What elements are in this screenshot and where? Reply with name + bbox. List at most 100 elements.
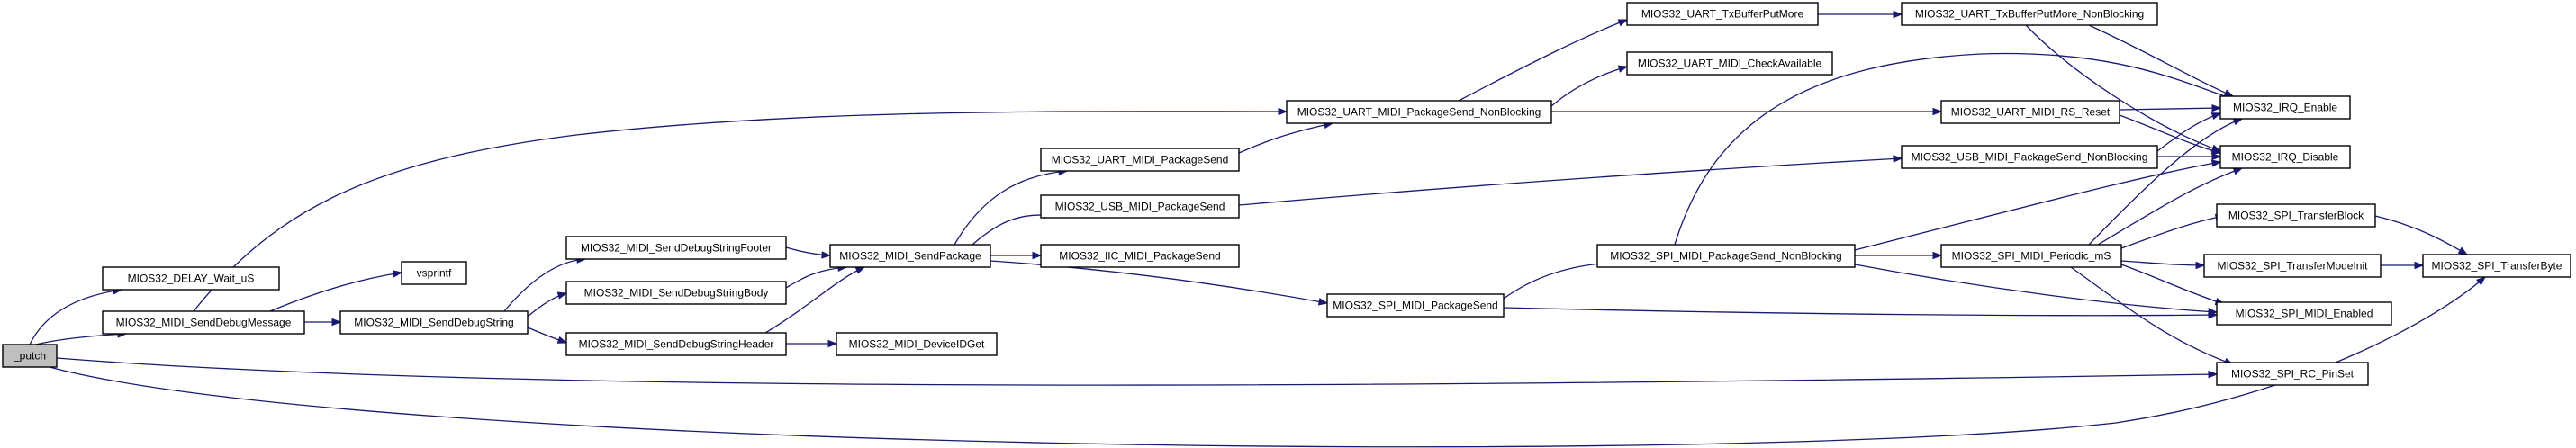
node-box [1040,148,1240,172]
node-senddebugstr[interactable]: MIOS32_MIDI_SendDebugString [339,310,529,335]
node-spipkg[interactable]: MIOS32_SPI_MIDI_PackageSend [1326,293,1505,318]
edge-line [269,272,402,312]
node-rsreset[interactable]: MIOS32_UART_MIDI_RS_Reset [1940,100,2120,124]
node-delay[interactable]: MIOS32_DELAY_Wait_uS [102,266,280,291]
node-label: MIOS32_UART_MIDI_PackageSend [1052,154,1229,166]
node-iicpkg[interactable]: MIOS32_IIC_MIDI_PackageSend [1040,244,1240,268]
node-transfermode[interactable]: MIOS32_SPI_TransferModeInit [2203,254,2382,278]
node-box [565,281,787,305]
node-label: MIOS32_IIC_MIDI_PackageSend [1059,250,1220,263]
node-box [102,310,305,335]
node-box [836,332,998,356]
node-box [2203,254,2382,278]
edge-uartnb-to-txmore [1458,19,1629,102]
node-header[interactable]: MIOS32_MIDI_SendDebugStringHeader [565,332,787,356]
node-txmore[interactable]: MIOS32_UART_TxBufferPutMore [1626,2,1819,26]
arrowhead-icon [2232,118,2244,126]
node-label: MIOS32_SPI_MIDI_PackageSend_NonBlocking [1610,250,1841,263]
node-label: vsprintf [417,267,452,280]
node-label: MIOS32_UART_TxBufferPutMore [1641,8,1804,21]
edge-usbpkg-to-usbnb [1238,155,1903,206]
node-txmorenb[interactable]: MIOS32_UART_TxBufferPutMore_NonBlocking [1901,2,2158,26]
edge-line [785,266,847,289]
node-box [1040,194,1240,219]
edge-line [193,111,1288,312]
node-label: MIOS32_MIDI_SendDebugMessage [116,317,292,329]
edge-putch-to-transferbyte [49,276,2487,448]
node-label: MIOS32_UART_MIDI_RS_Reset [1951,106,2111,119]
edge-spinb-to-periodic [1855,251,1943,260]
edge-putch-to-rcpinset [56,357,2219,386]
node-footer[interactable]: MIOS32_MIDI_SendDebugStringFooter [565,236,787,260]
node-uartnb[interactable]: MIOS32_UART_MIDI_PackageSend_NonBlocking [1286,100,1552,124]
arrowhead-icon [2210,112,2222,121]
edge-txmore-to-txmorenb [1818,10,1903,19]
node-vsprintf[interactable]: vsprintf [401,261,467,285]
edge-line [29,289,122,345]
node-sendpkg[interactable]: MIOS32_MIDI_SendPackage [829,244,991,268]
node-uartpkg[interactable]: MIOS32_UART_MIDI_PackageSend [1040,148,1240,172]
node-box [1940,100,2120,124]
edge-spipkg-to-spienabled [1503,307,2219,319]
node-body[interactable]: MIOS32_MIDI_SendDebugStringBody [565,281,787,305]
edge-spinb-to-irqdis [1854,159,2222,251]
node-transferblock[interactable]: MIOS32_SPI_TransferBlock [2216,203,2376,228]
edge-line [2156,112,2221,152]
node-box [102,266,280,291]
node-label: MIOS32_SPI_MIDI_PackageSend [1333,300,1497,312]
arrowhead-icon [1932,251,1943,260]
edge-sendpkg-to-iicpkg [990,251,1043,260]
arrowhead-icon [2457,246,2469,255]
node-label: MIOS32_USB_MIDI_PackageSend [1055,201,1225,213]
edge-body-to-sendpkg [785,264,848,289]
edge-line [972,214,1054,246]
node-transferbyte[interactable]: MIOS32_SPI_TransferByte [2422,254,2571,278]
node-box [2422,254,2571,278]
arrowhead-icon [331,318,342,327]
node-label: MIOS32_SPI_MIDI_Periodic_mS [1952,250,2111,263]
node-label: MIOS32_SPI_TransferBlock [2228,210,2364,222]
node-label: MIOS32_DELAY_Wait_uS [128,273,255,285]
arrowhead-icon [2195,261,2206,270]
arrowhead-icon [2210,147,2222,155]
edge-spipkg-to-spinb [1503,259,1613,300]
node-box [1940,244,2122,268]
node-deviceid[interactable]: MIOS32_MIDI_DeviceIDGet [836,332,998,356]
node-periodic[interactable]: MIOS32_SPI_MIDI_Periodic_mS [1940,244,2122,268]
node-label: MIOS32_SPI_RC_PinSet [2231,368,2355,381]
arrowhead-icon [821,251,832,259]
arrowhead-icon [1032,251,1043,260]
node-usbnb[interactable]: MIOS32_USB_MIDI_PackageSend_NonBlocking [1901,145,2158,169]
node-box [829,244,991,268]
node-irqen[interactable]: MIOS32_IRQ_Enable [2219,95,2351,120]
arrowhead-icon [556,291,568,300]
node-spinb[interactable]: MIOS32_SPI_MIDI_PackageSend_NonBlocking [1596,244,1856,268]
arrowhead-icon [827,339,838,348]
node-box [1901,2,2158,26]
node-box [1626,2,1819,26]
edge-uartnb-to-checkavail [1550,65,1629,107]
arrowhead-icon [1932,107,1943,116]
node-checkavail[interactable]: MIOS32_UART_MIDI_CheckAvailable [1626,51,1833,76]
edge-uartnb-to-rsreset [1551,107,1943,116]
node-box [2216,203,2376,228]
edge-line [2120,260,2205,266]
edge-line [1854,161,2221,251]
node-senddebugmsg[interactable]: MIOS32_MIDI_SendDebugMessage [102,310,305,335]
node-irqdis[interactable]: MIOS32_IRQ_Disable [2219,145,2351,169]
edge-line [35,333,127,345]
node-usbpkg[interactable]: MIOS32_USB_MIDI_PackageSend [1040,194,1240,219]
edge-txmorenb-to-irqen [2088,24,2235,97]
node-rcpinset[interactable]: MIOS32_SPI_RC_PinSet [2216,362,2369,386]
node-spienabled[interactable]: MIOS32_SPI_MIDI_Enabled [2216,301,2392,326]
edge-rsreset-to-irqen [2119,103,2222,112]
node-label: MIOS32_MIDI_SendDebugStringFooter [581,242,772,255]
edge-transferblock-to-transferbyte [2374,215,2469,255]
arrowhead-icon [556,336,568,344]
arrowhead-icon [2210,159,2222,167]
arrowhead-icon [1278,107,1288,116]
edge-line [764,266,865,334]
edge-line [954,170,1068,246]
edge-line [2097,167,2243,246]
